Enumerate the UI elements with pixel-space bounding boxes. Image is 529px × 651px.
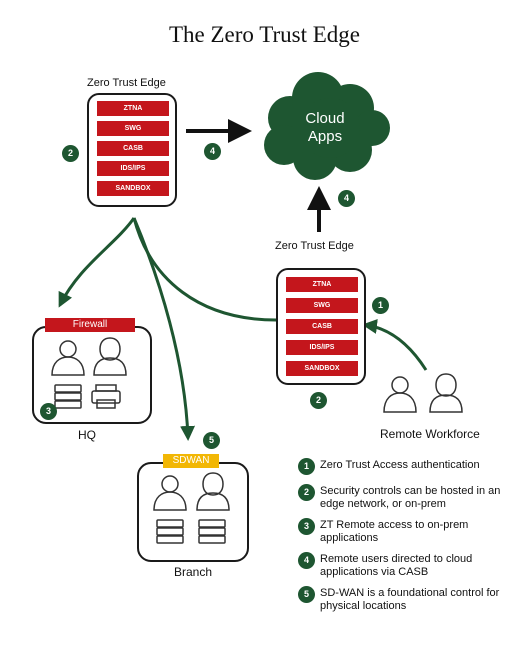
firewall-tag: Firewall: [45, 318, 135, 332]
badge-2: 2: [298, 484, 315, 501]
printer-icon: [91, 384, 121, 409]
person-icon: [93, 337, 127, 376]
branch-box: [137, 462, 249, 562]
legend-text-2: Security controls can be hosted in an ed…: [320, 485, 501, 510]
stack-item-ztna: ZTNA: [97, 101, 169, 116]
server-icon: [54, 384, 82, 409]
badge-4: 4: [338, 190, 355, 207]
curve-to-right-edge: [132, 217, 277, 322]
stack-item-idsips: IDS/IPS: [97, 161, 169, 176]
stack-item-idsips: IDS/IPS: [286, 340, 358, 355]
curve-remote-to-edge: [362, 318, 428, 371]
edge-top-label: Zero Trust Edge: [87, 77, 166, 89]
person-icon: [383, 376, 417, 413]
person-icon: [51, 340, 85, 376]
badge-2: 2: [310, 392, 327, 409]
edge-right-label: Zero Trust Edge: [275, 240, 354, 252]
badge-3: 3: [298, 518, 315, 535]
stack-item-casb: CASB: [97, 141, 169, 156]
person-icon: [196, 472, 230, 511]
stack-item-sandbox: SANDBOX: [286, 361, 358, 376]
remote-workforce-label: Remote Workforce: [380, 427, 480, 441]
page-title: The Zero Trust Edge: [168, 22, 360, 47]
edge-right-stack: ZTNA SWG CASB IDS/IPS SANDBOX: [276, 268, 366, 385]
legend-text-3: ZT Remote access to on-prem applications: [320, 519, 469, 544]
badge-1: 1: [372, 297, 389, 314]
badge-1: 1: [298, 458, 315, 475]
legend-text-4: Remote users directed to cloud applicati…: [320, 553, 473, 578]
badge-5: 5: [298, 586, 315, 603]
legend-text-1: Zero Trust Access authentication: [320, 459, 480, 471]
edge-top-stack: ZTNA SWG CASB IDS/IPS SANDBOX: [87, 93, 177, 207]
badge-4: 4: [298, 552, 315, 569]
person-icon: [429, 373, 463, 413]
badge-3: 3: [40, 403, 57, 420]
sdwan-tag: SDWAN: [163, 454, 219, 468]
badge-5: 5: [203, 432, 220, 449]
stack-item-swg: SWG: [286, 298, 358, 313]
cloud-label-line2: Apps: [307, 128, 343, 145]
branch-label: Branch: [174, 565, 213, 579]
person-icon: [153, 475, 187, 511]
stack-item-ztna: ZTNA: [286, 277, 358, 292]
hq-label: HQ: [78, 428, 96, 442]
cloud-label-line1: Cloud: [305, 110, 345, 127]
stack-item-casb: CASB: [286, 319, 358, 334]
server-icon: [198, 519, 226, 544]
badge-4: 4: [204, 143, 221, 160]
curve-to-hq: [58, 217, 136, 308]
stack-item-sandbox: SANDBOX: [97, 181, 169, 196]
stack-item-swg: SWG: [97, 121, 169, 136]
legend-text-5: SD-WAN is a foundational control for phy…: [320, 587, 500, 612]
badge-2: 2: [62, 145, 79, 162]
server-icon: [156, 519, 184, 544]
cloud-apps-label: Cloud Apps: [290, 110, 360, 146]
